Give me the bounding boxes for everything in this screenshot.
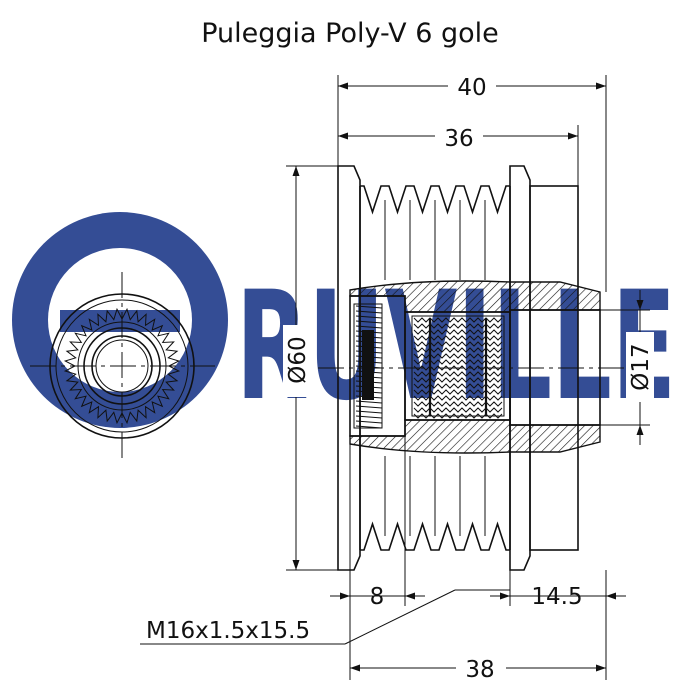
section-view	[318, 165, 640, 571]
dim-overall-length: 40	[457, 75, 486, 101]
dim-thread: M16x1.5x15.5	[146, 618, 310, 644]
dim-rear-bore-length: 14.5	[531, 584, 582, 610]
dim-bore-diameter: Ø17	[628, 343, 654, 390]
dim-spline-length: 8	[370, 584, 385, 610]
spline-section	[353, 303, 383, 429]
dim-diameter: Ø60	[285, 336, 311, 383]
dim-total-length: 38	[465, 657, 494, 683]
grooves-bottom	[359, 456, 511, 551]
front-view	[30, 272, 215, 460]
thread-section	[411, 315, 505, 419]
dim-groove-length: 36	[444, 126, 473, 152]
dimensions: 40 36 Ø60 Ø17 8 14.5	[140, 72, 654, 683]
drawing-title: Puleggia Poly-V 6 gole	[201, 18, 499, 49]
